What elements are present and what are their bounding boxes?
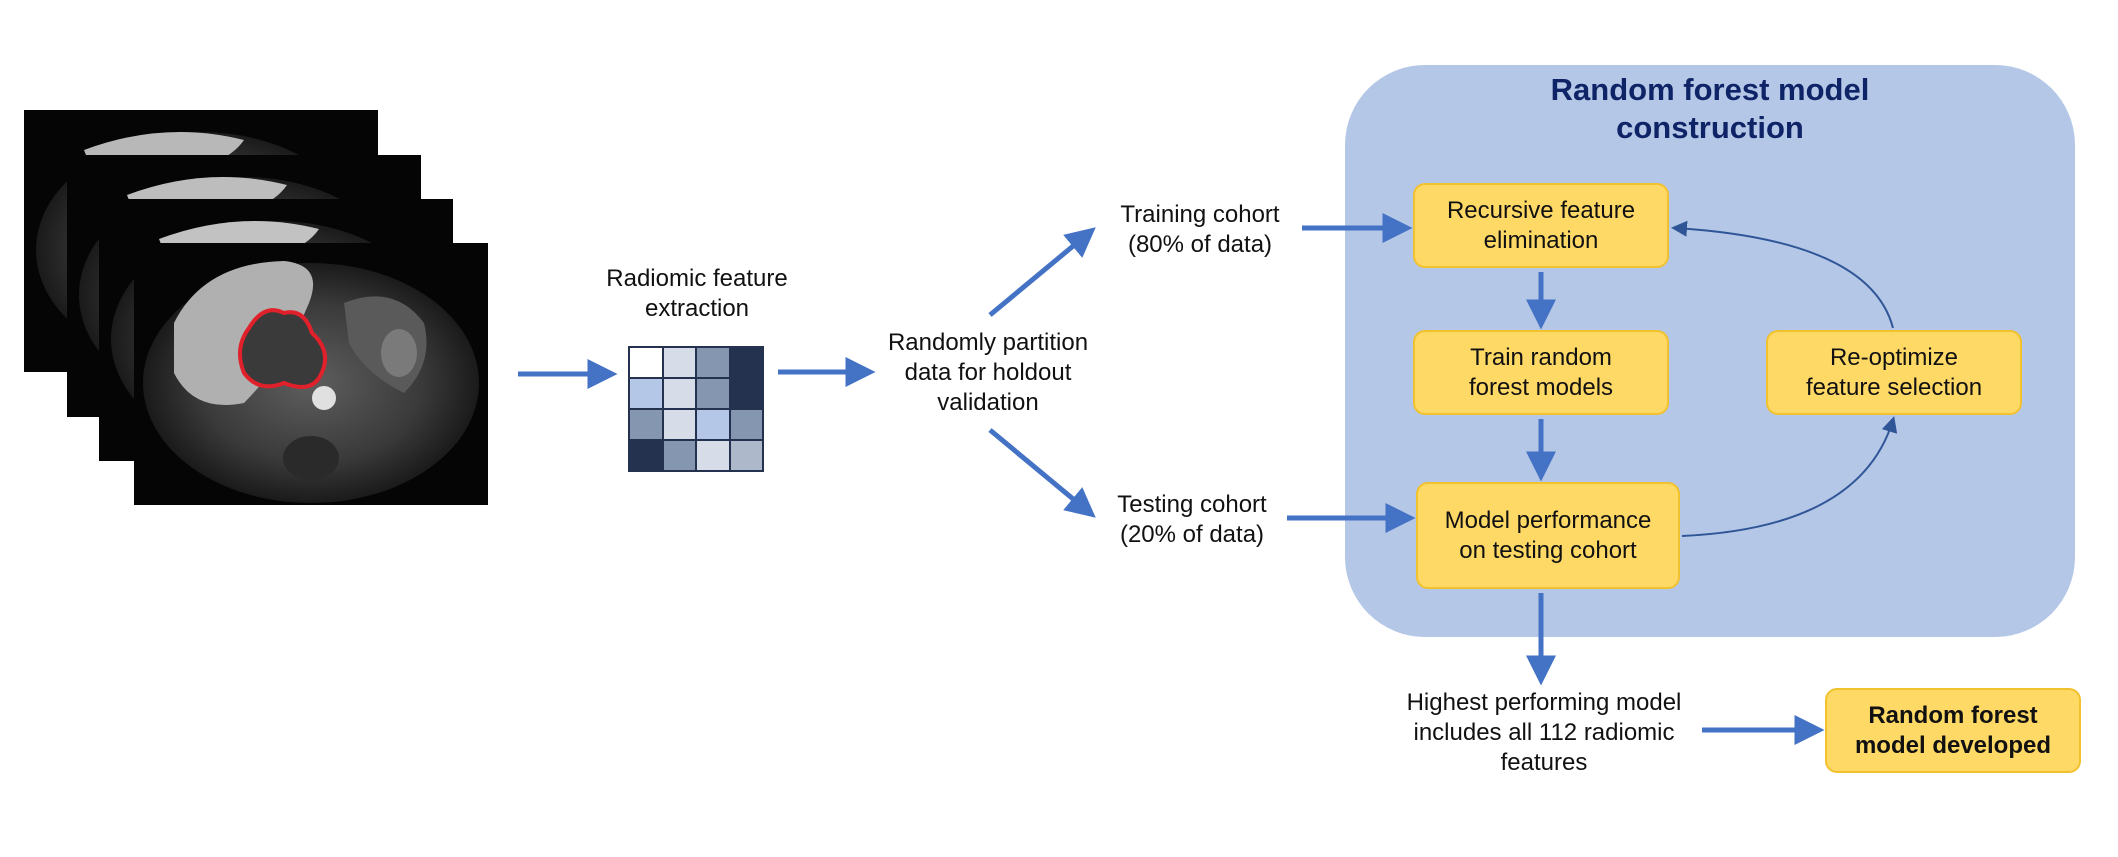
- matrix-cell: [630, 348, 662, 377]
- feature-extraction-label: Radiomic feature extraction: [606, 265, 788, 322]
- matrix-cell: [630, 379, 662, 408]
- train-random-forest-box: Train random forest models: [1413, 330, 1669, 415]
- matrix-cell: [663, 441, 695, 470]
- arrow-partition-to-training: [988, 227, 1096, 317]
- matrix-cell: [697, 410, 729, 439]
- matrix-cell: [663, 379, 695, 408]
- reoptimize-feature-selection-box: Re-optimize feature selection: [1766, 330, 2022, 415]
- matrix-cell: [697, 379, 729, 408]
- feature-matrix: [628, 346, 764, 472]
- matrix-cell: [730, 348, 762, 377]
- matrix-cell: [697, 348, 729, 377]
- highest-performing-model-label: Highest performing model includes all 11…: [1406, 689, 1682, 776]
- matrix-cell: [630, 410, 662, 439]
- mri-slice-4-image: [143, 261, 479, 503]
- matrix-cell: [630, 441, 662, 470]
- partition-label: Randomly partition data for holdout vali…: [887, 329, 1089, 416]
- arrow-partition-to-testing: [988, 428, 1096, 518]
- testing-cohort-label: Testing cohort (20% of data): [1117, 491, 1267, 548]
- matrix-cell: [730, 441, 762, 470]
- tumor-contour: [238, 308, 328, 389]
- matrix-cell: [663, 410, 695, 439]
- matrix-cell: [730, 379, 762, 408]
- model-performance-box: Model performance on testing cohort: [1416, 482, 1680, 589]
- final-model-box: Random forest model developed: [1825, 688, 2081, 773]
- training-cohort-label: Training cohort (80% of data): [1120, 201, 1280, 258]
- matrix-cell: [730, 410, 762, 439]
- recursive-feature-elimination-box: Recursive feature elimination: [1413, 183, 1669, 268]
- matrix-cell: [697, 441, 729, 470]
- panel-title: Random forest model construction: [1550, 72, 1870, 145]
- mri-slice-4: [134, 243, 488, 505]
- matrix-cell: [663, 348, 695, 377]
